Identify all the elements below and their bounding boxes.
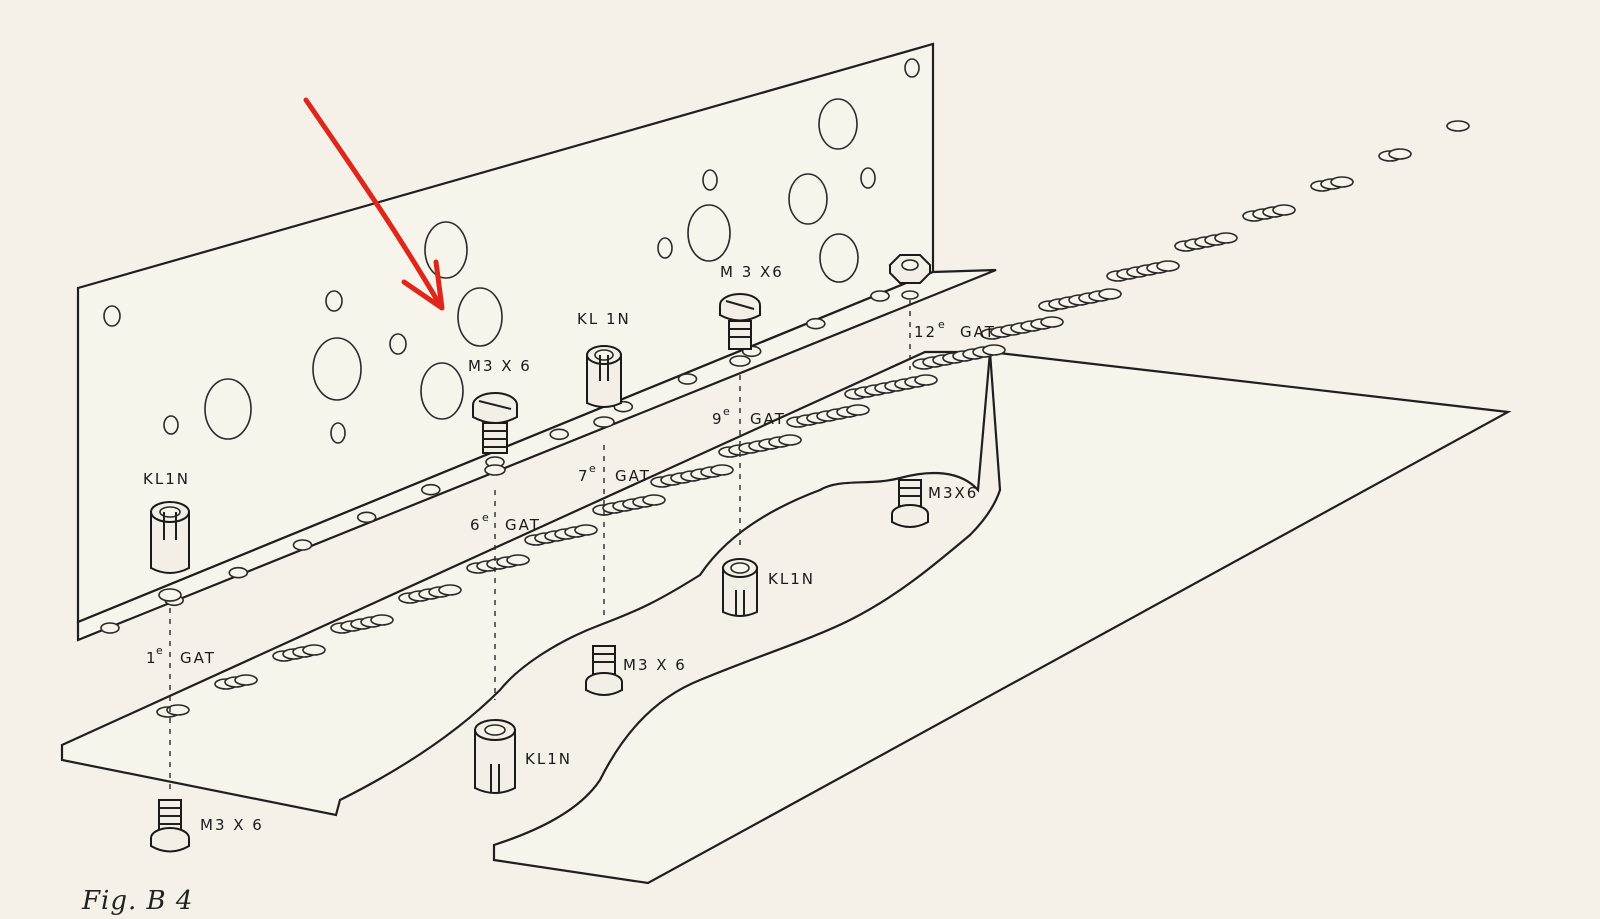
svg-text:e: e — [156, 644, 163, 657]
m3x6-screw-icon — [585, 645, 623, 696]
flange-hole — [228, 566, 249, 579]
label-kl1n: KL 1N — [577, 310, 631, 328]
figure-caption: Fig. B 4 — [81, 886, 193, 916]
svg-text:1: 1 — [146, 649, 158, 667]
label-m3x6: M 3 X6 — [720, 263, 784, 281]
board-holes — [156, 120, 1470, 718]
kl1n-spacer-icon — [722, 558, 758, 617]
m3x6-screw-icon — [719, 293, 761, 367]
label-m3x6: M3 X 6 — [468, 357, 532, 375]
m3x6-screw-icon — [891, 479, 929, 528]
flange-hole — [356, 511, 377, 524]
board-hole — [710, 464, 734, 476]
svg-text:e: e — [938, 318, 945, 331]
gat-label-6: 6 e GAT — [470, 511, 541, 534]
board-hole — [982, 344, 1006, 356]
red-arrow-icon — [303, 97, 445, 311]
svg-text:GAT: GAT — [750, 410, 786, 428]
m3x6-screw-icon — [472, 392, 518, 476]
flange-hole — [870, 290, 890, 302]
alignment-lines — [169, 300, 911, 790]
flange-hole — [420, 483, 441, 496]
flange-hole — [100, 622, 120, 634]
gat-label-1: 1 e GAT — [146, 644, 216, 667]
svg-text:12: 12 — [914, 323, 937, 341]
board-hole — [1098, 288, 1122, 300]
svg-text:e: e — [723, 405, 730, 418]
label-kl1n: KL1N — [525, 750, 572, 768]
svg-text:6: 6 — [470, 516, 482, 534]
kl1n-spacer-icon — [586, 345, 622, 428]
gat-labels: 1 e GAT 6 e GAT 7 e GAT 9 e GAT 12 e GAT — [146, 318, 996, 667]
board-hole — [1446, 120, 1470, 132]
board-hole — [778, 434, 802, 446]
board-hole — [914, 374, 938, 386]
board-hole — [1272, 204, 1296, 216]
gat-label-9: 9 e GAT — [712, 405, 786, 428]
vertical-bracket-panel — [76, 42, 935, 624]
hex-nut-icon — [888, 254, 932, 300]
board-hole — [642, 494, 666, 506]
label-m3x6: M3 X 6 — [200, 816, 264, 834]
board-hole — [302, 644, 326, 656]
board-hole — [1156, 260, 1180, 272]
board-right-strip — [492, 350, 1512, 885]
board-hole — [234, 674, 258, 686]
svg-text:GAT: GAT — [180, 649, 216, 667]
board-hole — [1388, 148, 1412, 160]
board-hole — [1040, 316, 1064, 328]
svg-text:GAT: GAT — [960, 323, 996, 341]
flange-hole — [805, 317, 826, 330]
label-kl1n: KL1N — [143, 470, 190, 488]
board-hole — [1214, 232, 1238, 244]
gat-label-12: 12 e GAT — [914, 318, 996, 341]
board-hole — [506, 554, 530, 566]
flange-hole — [677, 373, 698, 385]
board-left-strip — [60, 350, 992, 817]
flange-hole — [292, 539, 313, 551]
kl1n-spacer-icon — [474, 719, 516, 794]
svg-text:GAT: GAT — [615, 467, 651, 485]
svg-text:e: e — [482, 511, 489, 524]
label-m3x6: M3 X 6 — [623, 656, 687, 674]
board-hole — [370, 614, 394, 626]
part-labels: KL1N KL 1N KL1N KL1N M3 X 6 M 3 X6 M3X6 … — [143, 263, 978, 834]
board-hole — [846, 404, 870, 416]
svg-text:7: 7 — [578, 467, 590, 485]
board-hole — [438, 584, 462, 596]
label-m3x6: M3X6 — [928, 484, 978, 502]
gat-label-7: 7 e GAT — [578, 462, 651, 485]
svg-text:GAT: GAT — [505, 516, 541, 534]
board-hole — [1330, 176, 1354, 188]
m3x6-screw-icon — [150, 799, 190, 853]
flange-hole — [549, 428, 570, 441]
svg-text:e: e — [589, 462, 596, 475]
svg-text:9: 9 — [712, 410, 724, 428]
board-hole — [166, 704, 190, 716]
board-hole — [574, 524, 598, 536]
bracket-flange — [76, 268, 997, 642]
label-kl1n: KL1N — [768, 570, 815, 588]
kl1n-spacer-icon — [150, 501, 190, 602]
